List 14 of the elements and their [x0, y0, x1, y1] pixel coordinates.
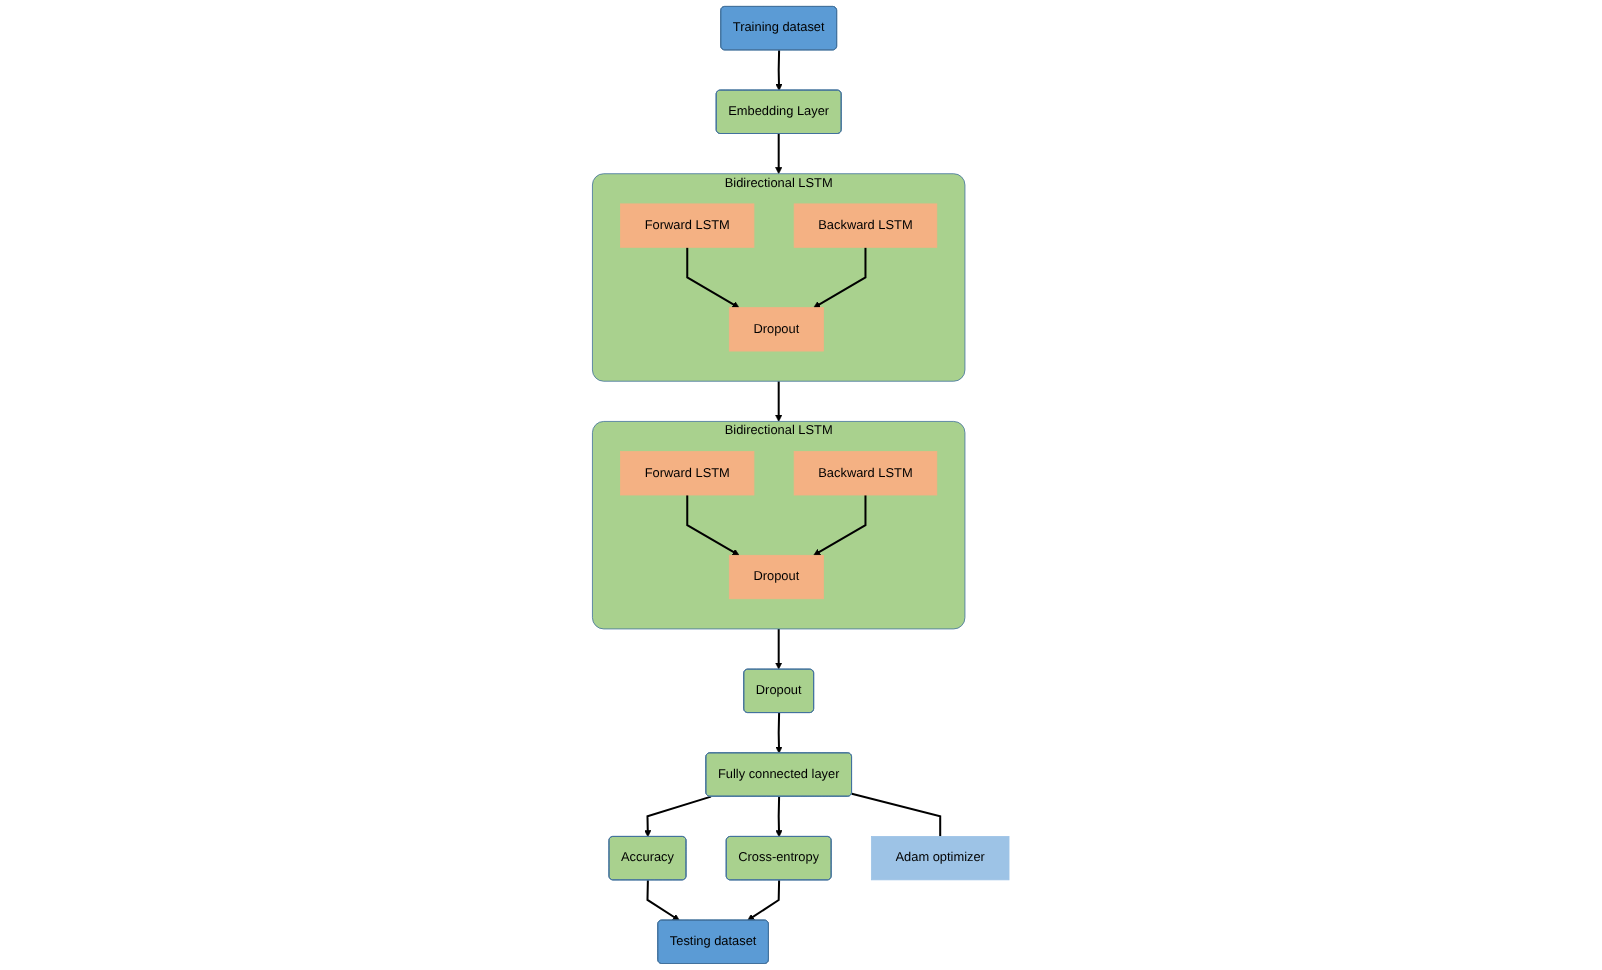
- connector: [851, 792, 942, 837]
- arrow: [813, 495, 867, 556]
- arrow: [813, 247, 867, 308]
- arrow: [775, 381, 783, 422]
- arrow: [644, 795, 712, 838]
- arrow: [646, 880, 680, 921]
- arrow: [686, 495, 740, 556]
- arrow: [775, 713, 783, 754]
- arrow: [775, 50, 783, 91]
- arrow: [775, 133, 783, 175]
- arrow: [747, 880, 781, 921]
- arrow: [775, 796, 783, 838]
- arrow: [686, 247, 740, 308]
- arrow: [775, 628, 783, 670]
